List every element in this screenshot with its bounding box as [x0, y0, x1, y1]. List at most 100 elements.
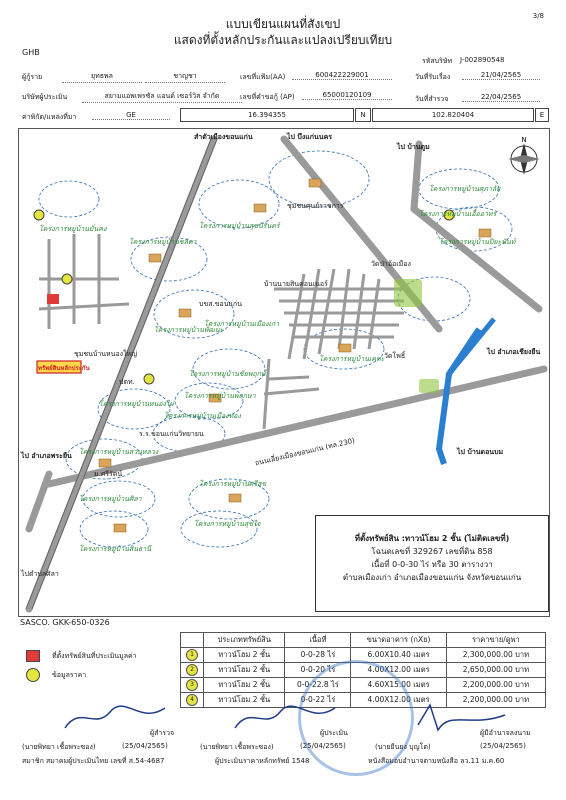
sig2-license: ผู้ประเมินราคาหลักทรัพย์ 1548	[215, 757, 310, 765]
project-label: โครงการหมู่บ้านเคหะ	[319, 355, 385, 363]
sig3-name: (นายยืนยง บุญโต)	[375, 743, 431, 751]
sig1-license: สมาชิก สมาคมผู้ประเมินไทย เลขที่ ส.54-46…	[22, 757, 165, 765]
label-right-lower-road: ไป บ้านดอนบม	[457, 448, 504, 456]
e-label: E	[535, 108, 549, 122]
label-right-road: ไป อำเภอเชียงยืน	[487, 348, 541, 356]
label-hospital: ร.ร.ขอนแก่นวิทยายน	[139, 430, 204, 438]
borrower-last: ชาญชา	[145, 71, 225, 83]
col-header: เนื้อที่	[284, 632, 352, 648]
borrower-first: ยุทธพล	[62, 71, 142, 83]
property-line3: เนื้อที่ 0-0-30 ไร่ หรือ 30 ตารางวา	[371, 560, 493, 569]
sig1-role: ผู้สำรวจ	[150, 729, 175, 737]
comparable-number: 3	[186, 679, 198, 691]
accept-label: วันที่รับเรื่อง	[415, 73, 451, 81]
signature-3	[417, 703, 506, 732]
label-village-b: บ้านนายสินคอนเนอร์	[264, 280, 328, 288]
project-label: โครงการหมู่บ้านมั่นคง	[39, 225, 107, 233]
comparable-markers	[33, 209, 455, 385]
label-school: วัดป่าอ้อเมือง	[371, 260, 411, 268]
cell-type: ทาวน์โฮม 2 ชั้น	[202, 677, 286, 693]
label-community: ชุมชนศุนย์ราชการ	[287, 202, 344, 210]
comparable-legend-label: ข้อมูลราคา	[52, 671, 87, 679]
job-label: รหัสบริษัท	[422, 57, 453, 65]
label-top-mid-road: ไป บึงแก่นนคร	[287, 133, 333, 141]
project-label: โครงการหมู่บ้านพัฒนะ	[154, 326, 224, 334]
label-top-right-road: ไป บ้านตูม	[397, 143, 430, 151]
request-label: เลขที่คำขอกู้ (AP)	[240, 93, 295, 101]
survey-value: 22/04/2565	[462, 93, 540, 102]
label-market: บขส.ขอนแก่น	[199, 300, 243, 308]
accept-value: 21/04/2565	[462, 71, 540, 80]
project-label: โครงการหมู่บ้านปิยะนันท์	[439, 238, 516, 246]
svg-text:N: N	[521, 136, 526, 144]
building-icons	[98, 178, 492, 533]
project-label: โครงการหมู่บ้านสุขนิรันดร์	[199, 222, 280, 230]
company-label: บริษัทผู้ประเมิน	[22, 93, 68, 101]
label-left-road: ไป อำเภอพระยืน	[21, 452, 72, 460]
label-top-left-road: สำตัวเมืองขอนแก่น	[194, 133, 253, 141]
borrower-label: ผู้กู้ราย	[22, 73, 43, 81]
n-label: N	[355, 108, 371, 122]
page-number: 3/8	[532, 12, 544, 20]
job-value: J-002890548	[460, 56, 505, 64]
project-label: โครงการหมู่บ้านศรีสุข	[199, 480, 267, 488]
coord-label: ค่าพิกัด/แหล่งที่มา	[22, 113, 77, 121]
comparable-number: 1	[186, 649, 198, 661]
map-drawing: N	[25, 135, 548, 613]
comparable-number: 2	[186, 664, 198, 676]
subject-legend-label: ที่ตั้งทรัพย์สินที่ประเมินมูลค่า	[52, 652, 137, 660]
lng-value: 102.820404	[372, 108, 534, 122]
property-info-box: ที่ตั้งทรัพย์สิน :ทาวน์โฮม 2 ชั้น (ไม่ติ…	[315, 515, 549, 612]
sketch-map: N สำตัวเมืองขอ	[18, 128, 550, 617]
label-temple: วัดโพธิ์	[384, 352, 406, 360]
project-label: โครงการหมู่บ้านเมืองทอง	[164, 412, 241, 420]
label-bottom-left-road: ไปตำบลศิลา	[21, 570, 59, 578]
street-grid	[38, 234, 404, 430]
green-areas	[394, 279, 439, 393]
subject-legend-swatch	[26, 650, 40, 662]
project-label: โครงการหมู่บ้านเมืองเก่า	[204, 320, 280, 328]
lat-value: 16.394355	[180, 108, 354, 122]
sig2-date: (25/04/2565)	[300, 742, 346, 750]
cell-area: 0-0-28 ไร่	[284, 647, 352, 663]
cell-price: 2,200,000.00 บาท	[445, 692, 547, 708]
doc-subtitle: แสดงที่ตั้งหลักประกันและแปลงเปรียบเทียบ	[173, 33, 393, 47]
project-label: โครงการหมู่บ้านสวนหลวง	[79, 448, 159, 456]
doc-title: แบบเขียนแผนที่สังเขป	[225, 17, 341, 31]
cell-price: 2,650,000.00 บาท	[445, 662, 547, 678]
property-line4: ตำบลเมืองเก่า อำเภอเมืองขอนแก่น จังหวัดข…	[342, 573, 522, 582]
sig2-name: (นายพิทยา เชื้อพระซอง)	[200, 743, 274, 751]
subject-marker	[36, 360, 82, 374]
project-label: โครงการหมู่บ้านศิลา	[79, 495, 142, 503]
col-header: ขนาดอาคาร (กXย)	[350, 632, 447, 648]
project-label: โครงการหมู่บ้านสินธานี	[79, 545, 151, 553]
project-label: โครงการหมู่บ้านศุภาลัย	[429, 185, 501, 193]
signature-2	[234, 705, 336, 729]
survey-label: วันที่สำรวจ	[415, 95, 449, 103]
river	[435, 327, 482, 465]
label-small-road: ม.ศรีรัตน์	[94, 470, 123, 478]
label-gas: ปตท.	[119, 378, 135, 386]
col-header: ประเภททรัพย์สิน	[202, 632, 286, 648]
comparable-number: 4	[186, 694, 198, 706]
main-roads	[25, 135, 548, 613]
sig3-role: ผู้มีอำนาจลงนาม	[480, 729, 531, 737]
cell-type: ทาวน์โฮม 2 ชั้น	[202, 662, 286, 678]
project-label: โครงการหมู่บ้านชลิตา	[129, 238, 197, 246]
cell-type: ทาวน์โฮม 2 ชั้น	[202, 647, 286, 663]
project-label: โครงการหมู่บ้านชัยพฤกษ์	[189, 370, 266, 378]
label-village-a: ชุมชนบ้านหนองใหญ่	[74, 350, 138, 358]
project-label: โครงการหมู่บ้านสุขใจ	[194, 520, 261, 528]
cell-price: 2,200,000.00 บาท	[445, 677, 547, 693]
property-line1: ที่ตั้งทรัพย์สิน :ทาวน์โฮม 2 ชั้น (ไม่ติ…	[354, 534, 510, 543]
col-header: ราคาขาย/ดูพา	[445, 632, 547, 648]
company-value: สยามแอพเพรซัล แอนด์ เซอร์วิส จำกัด	[82, 91, 242, 103]
request-value: 65000120109	[302, 91, 392, 100]
compass-icon: N	[508, 136, 540, 175]
sig1-date: (25/04/2565)	[122, 742, 168, 750]
cell-type: ทาวน์โฮม 2 ชั้น	[202, 692, 286, 708]
property-line2: โฉนดเลขที่ 329267 เลขที่ดิน 858	[371, 547, 493, 556]
comparable-legend-swatch	[26, 668, 40, 682]
sig1-name: (นายพิทยา เชื้อพระซอง)	[22, 743, 96, 751]
road-edges	[25, 138, 218, 610]
